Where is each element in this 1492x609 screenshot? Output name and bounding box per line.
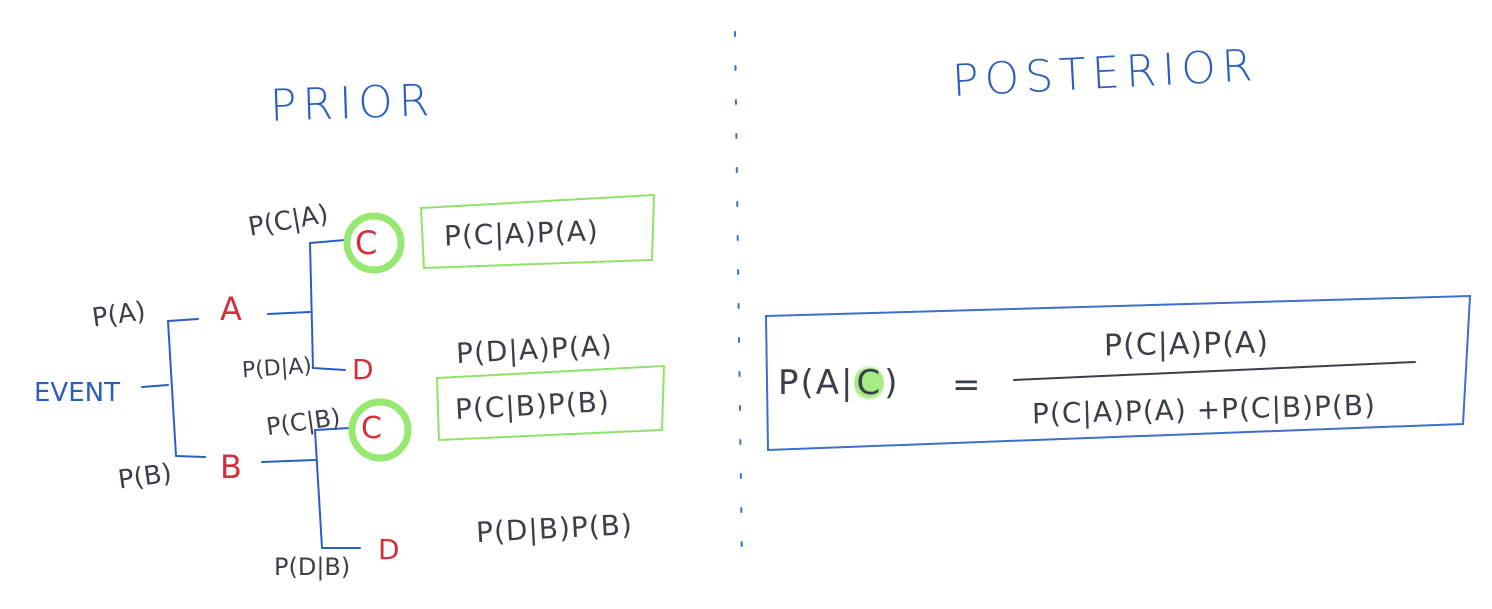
tree-lines bbox=[141, 239, 361, 549]
prob-a: P(A) bbox=[90, 296, 148, 334]
root-label: EVENT bbox=[34, 378, 120, 408]
joint-c-a: P(C|A)P(A) bbox=[443, 214, 600, 253]
joint-d-a: P(D|A)P(A) bbox=[455, 328, 614, 371]
posterior-lhs-prefix: P(A| bbox=[778, 363, 855, 403]
b-to-c bbox=[314, 427, 351, 431]
joint-d-b: P(D|B)P(B) bbox=[475, 507, 634, 550]
prob-d-given-a: P(D|A) bbox=[241, 353, 313, 384]
a-to-c bbox=[309, 239, 346, 244]
a-vertical bbox=[309, 242, 314, 369]
branch-b-stub bbox=[175, 455, 206, 458]
joint-c-b: P(C|B)P(B) bbox=[454, 384, 611, 427]
box-posterior bbox=[764, 294, 1472, 452]
node-a: A bbox=[220, 290, 242, 328]
b-vertical bbox=[314, 429, 323, 549]
title-prior: PRIOR bbox=[269, 75, 437, 132]
a-to-d bbox=[312, 367, 346, 371]
fraction-bar bbox=[1013, 361, 1416, 381]
node-c-a: C bbox=[355, 224, 378, 262]
posterior-lhs-suffix: ) bbox=[884, 363, 900, 403]
root-vertical bbox=[167, 320, 177, 457]
box-joint-cb bbox=[435, 364, 666, 442]
root-connector bbox=[141, 384, 169, 388]
node-d-a: D bbox=[352, 353, 374, 386]
branch-a-stub bbox=[167, 318, 199, 322]
posterior-numerator: P(C|A)P(A) bbox=[1103, 325, 1270, 364]
highlight-c-b bbox=[348, 398, 412, 462]
node-c-b: C bbox=[361, 411, 382, 446]
node-d-b: D bbox=[378, 533, 400, 566]
posterior-evidence: C bbox=[854, 363, 885, 403]
a-connector bbox=[267, 311, 311, 315]
box-joint-ca bbox=[419, 193, 656, 270]
posterior-equals: = bbox=[952, 365, 981, 405]
divider-line bbox=[734, 31, 743, 566]
b-connector bbox=[261, 459, 316, 463]
posterior-lhs: P(A|C) bbox=[778, 363, 900, 403]
prob-b: P(B) bbox=[116, 458, 174, 496]
prob-d-given-b: P(D|B) bbox=[274, 553, 351, 581]
node-b: B bbox=[220, 448, 242, 486]
highlight-c-a bbox=[343, 212, 405, 274]
